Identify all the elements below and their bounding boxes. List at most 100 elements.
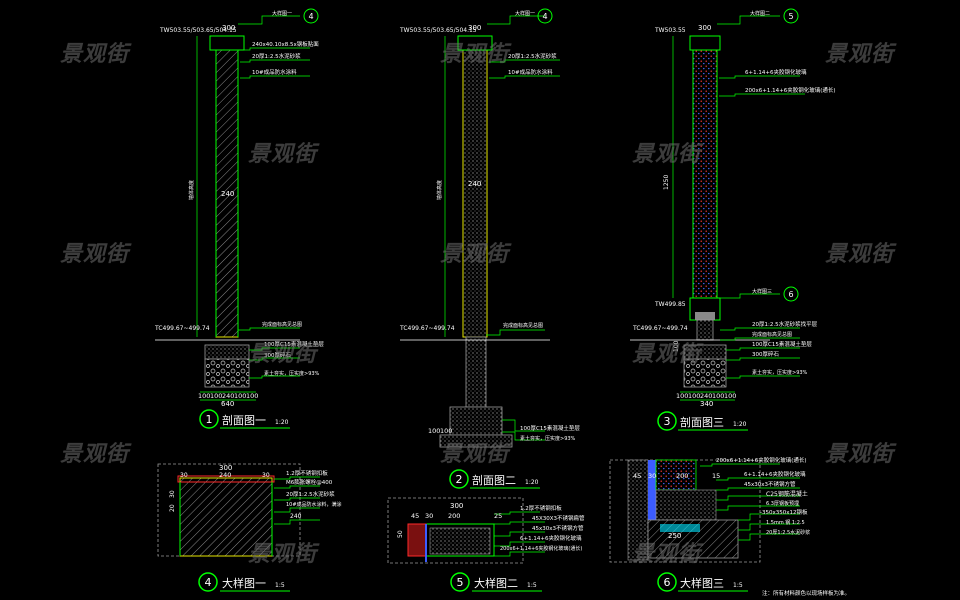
- section-3-wall: [630, 35, 770, 388]
- section-2-base-note-2: 素土夯实，压实度>93%: [520, 435, 576, 442]
- detail-5-note-1: 1.2厚不锈钢扣板: [520, 504, 562, 512]
- section-1-note-2: 20厚1:2.5水泥砂浆: [252, 52, 301, 60]
- section-2-mid-label: 240: [468, 180, 481, 188]
- section-3-callout-number: 5: [788, 12, 793, 21]
- detail-4-note-1: 1.2厚不锈钢扣板: [286, 469, 328, 477]
- detail-4-title-number: 4: [205, 576, 212, 589]
- detail-5-scale: 1:5: [527, 582, 537, 589]
- section-1-base-total: 640: [221, 400, 234, 408]
- section-3-note-1: 6+1.14+6夹胶钢化玻璃: [745, 68, 807, 76]
- section-2-title: 剖面图二: [472, 473, 516, 487]
- detail-4-dim: 240: [219, 471, 231, 479]
- detail-5-note-2: 45X30X3不锈钢扁管: [532, 514, 585, 522]
- detail-5-note-5: 200x6+1.14+6夹胶钢化玻璃(通长): [500, 545, 582, 552]
- section-3-leaders: [672, 15, 805, 401]
- section-1-base-dim: 100: [246, 392, 258, 400]
- section-3-mid-note-4: 300厚碎石: [752, 350, 779, 358]
- detail-6-note-6: -350x350x12钢板: [760, 508, 808, 516]
- section-1-note-3: 10#成品防水涂料: [252, 68, 297, 76]
- detail-5-dim: 30: [425, 512, 433, 520]
- detail-4-dim-top: 300: [219, 464, 232, 472]
- section-1-ground-elevation: TC499.67~499.74: [154, 325, 210, 332]
- section-3-soil-note: 素土夯实，压实度>93%: [752, 369, 808, 376]
- detail-4-dim: 30: [262, 472, 270, 479]
- section-3-mid-note-2: 完成面标高见总图: [752, 331, 792, 338]
- detail-6-dim: 30: [648, 472, 656, 480]
- section-1-ground-note: 完成面标高见总图: [262, 321, 302, 328]
- detail-6-note-1: 200x6+1.14+6夹胶钢化玻璃(通长): [716, 456, 807, 464]
- section-1-soil-note: 素土夯实，压实度>93%: [264, 370, 320, 377]
- detail-6-bottom-dim: 250: [668, 532, 681, 540]
- section-2-note-2: 10#成品防水涂料: [508, 68, 553, 76]
- detail-6-note-5: 6.3厚钢板预埋: [766, 500, 799, 507]
- section-3-base-dim: 100: [676, 392, 688, 400]
- detail-5-note-3: 45x30x3不锈钢方管: [532, 524, 584, 532]
- detail-4-note-4: 10#成品防水涂料，满涂: [286, 501, 342, 508]
- section-1-top-elevation: TW503.55/503.65/504.15: [159, 27, 237, 34]
- detail-5-note-4: 6+1.14+6夹胶钢化玻璃: [520, 534, 582, 542]
- section-2-callout-number: 4: [542, 12, 547, 21]
- section-1-scale: 1:20: [275, 419, 289, 426]
- section-3: 5 大样图二 TW503.55 300 6+1.14+6夹胶钢化玻璃 200x6…: [630, 8, 836, 431]
- section-2-dim-top: 300: [468, 24, 481, 32]
- section-3-side-dim: 100: [673, 340, 680, 352]
- section-3-ground-elevation: TC499.67~499.74: [632, 325, 688, 332]
- detail-4-note-3: 20厚1:2.5水泥砂浆: [286, 490, 335, 498]
- footnote: 注：所有材料颜色以现场样板为准。: [762, 589, 850, 597]
- section-3-scale: 1:20: [733, 421, 747, 428]
- detail-4-title: 大样图一: [222, 576, 266, 590]
- detail-6-dim: 15: [712, 472, 720, 480]
- section-3-base-dim: 100: [712, 392, 724, 400]
- detail-4-note-2: M6膨胀螺栓@400: [286, 478, 333, 486]
- detail-5-dim-top: 300: [450, 502, 463, 510]
- section-3-note-2: 200x6+1.14+6夹胶钢化玻璃(通长): [745, 86, 836, 94]
- section-3-title: 剖面图三: [680, 415, 724, 429]
- section-3-title-number: 3: [664, 415, 671, 428]
- section-1-callout-number: 4: [308, 12, 313, 21]
- section-1-dim-top: 300: [222, 24, 235, 32]
- detail-5-side-dim: 50: [397, 530, 404, 538]
- section-1-callout-ref: 大样图一: [272, 10, 292, 17]
- detail-4: 300 30 240 30 20 30 1.2厚不锈钢扣板 M6膨胀螺栓@400…: [157, 463, 342, 592]
- section-1-title-number: 1: [206, 413, 213, 426]
- detail-4-note-5: 240: [290, 513, 302, 520]
- section-3-top-elevation: TW503.55: [654, 27, 686, 34]
- section-2-title-number: 2: [456, 473, 463, 486]
- section-3-mid-note-1: 20厚1:2.5水泥砂浆找平层: [752, 320, 818, 328]
- section-1-base-dim: 100: [234, 392, 246, 400]
- section-1: 4 大样图一 TW503.55/503.65/504.15 300 240x40…: [154, 8, 324, 429]
- detail-5-dim: 200: [448, 512, 460, 520]
- detail-5: 300 45 30 200 25 50 1.2厚不锈钢扣板 45X30X3不锈钢…: [387, 497, 585, 592]
- detail-4-dim: 30: [180, 472, 188, 479]
- detail-6-note-8: 20厚1:2.5水泥砂浆: [766, 529, 810, 536]
- detail-6-dim: 45: [633, 472, 641, 480]
- section-2-base-dim: 100: [440, 427, 452, 435]
- section-1-leaders: [196, 15, 310, 401]
- detail-5-dim: 25: [494, 512, 502, 520]
- detail-4-scale: 1:5: [275, 582, 285, 589]
- section-3-mid-note-3: 100厚C15素混凝土垫层: [752, 340, 812, 348]
- section-3-base-dim: 240: [700, 392, 712, 400]
- section-1-base-note-2: 300厚碎石: [264, 351, 291, 359]
- detail-6-note-2: 6+1.14+6夹胶钢化玻璃: [744, 470, 806, 478]
- detail-5-title-number: 5: [457, 576, 464, 589]
- section-3-callout-ref: 大样图二: [750, 10, 770, 17]
- section-1-title: 剖面图一: [222, 413, 266, 427]
- section-1-footing: [155, 339, 300, 388]
- section-2: 4 大样图一 TW503.55/503.65/504.15 300 20厚1:2…: [399, 8, 580, 489]
- detail-4-side-dim: 30: [169, 490, 176, 498]
- section-1-mid-label: 240: [221, 190, 234, 198]
- detail-5-title: 大样图二: [474, 576, 518, 590]
- section-2-leaders: [444, 15, 560, 441]
- section-2-ground-note: 完成面标高见总图: [503, 322, 543, 329]
- section-3-callout2-ref: 大样图三: [752, 288, 772, 295]
- detail-4-side-dim: 20: [169, 504, 176, 512]
- section-2-top-elevation: TW503.55/503.65/504.15: [399, 27, 477, 34]
- section-2-ground-elevation: TC499.67~499.74: [399, 325, 455, 332]
- detail-6-scale: 1:5: [733, 582, 743, 589]
- section-1-wall: [209, 35, 245, 338]
- detail-6-dim: 200: [676, 472, 688, 480]
- section-2-callout-ref: 大样图一: [515, 10, 535, 17]
- section-2-base-note-1: 100厚C15素混凝土垫层: [520, 424, 580, 432]
- section-1-left-label: 墙体高度: [188, 180, 195, 200]
